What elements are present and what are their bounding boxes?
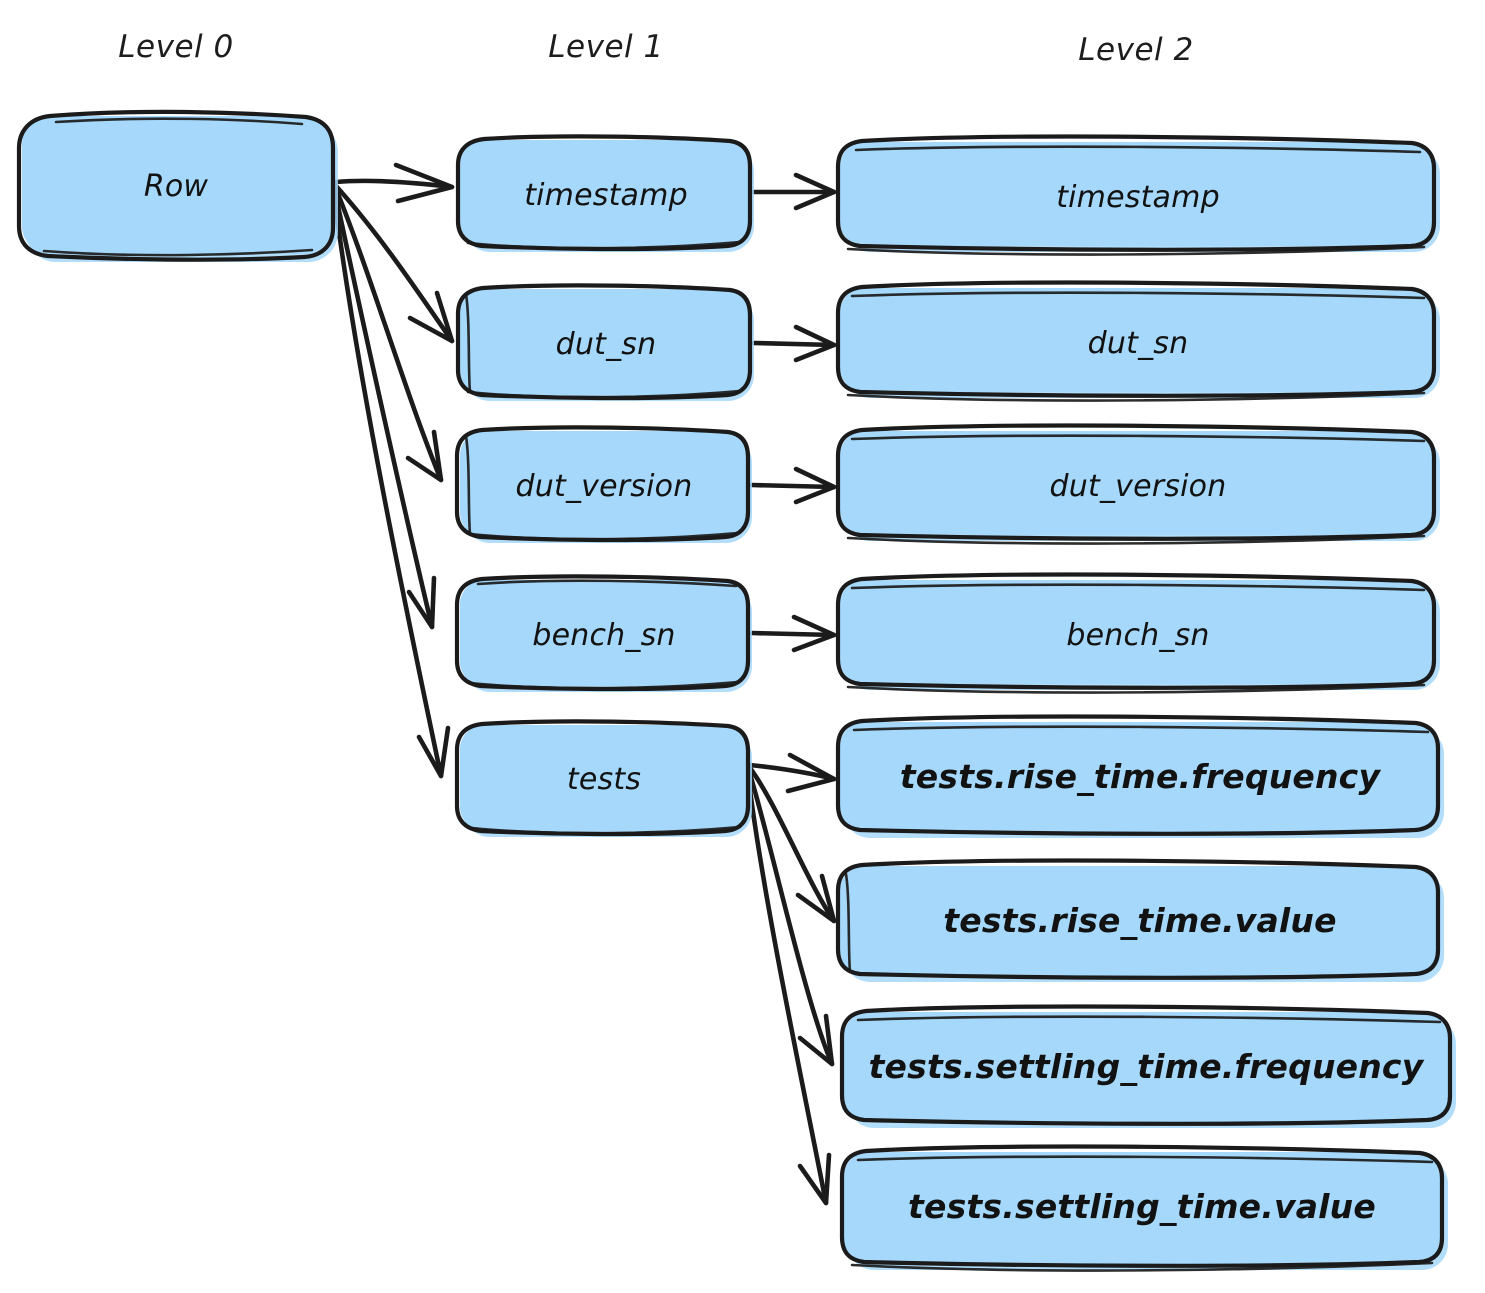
column-header-level-1: Level 1 — [548, 29, 663, 65]
node-l1-timestamp-label: timestamp — [524, 178, 688, 213]
edge-dut-version-to-dut-version — [749, 466, 837, 505]
node-l1-tests-label: tests — [567, 762, 641, 797]
node-l2-settling-frequency-label: tests.settling_time.frequency — [869, 1047, 1425, 1086]
node-l2-rise-frequency[interactable]: tests.rise_time.frequency — [835, 714, 1444, 838]
node-l2-settling-value[interactable]: tests.settling_time.value — [839, 1144, 1448, 1272]
node-l2-dut-version[interactable]: dut_version — [835, 423, 1440, 545]
edge-group-level1-to-level2 — [749, 172, 837, 653]
edge-timestamp-to-timestamp — [751, 172, 837, 211]
edge-tests-to-rise-frequency — [747, 752, 837, 794]
node-l2-settling-frequency[interactable]: tests.settling_time.frequency — [839, 1004, 1456, 1128]
edge-row-to-timestamp — [333, 162, 455, 204]
node-l2-bench-sn[interactable]: bench_sn — [835, 572, 1440, 694]
node-l2-settling-value-label: tests.settling_time.value — [908, 1187, 1376, 1226]
edge-group-tests-to-level2 — [745, 752, 837, 1206]
edge-tests-to-settling-value — [745, 771, 832, 1206]
node-l2-rise-frequency-label: tests.rise_time.frequency — [900, 757, 1382, 796]
node-l2-dut-sn[interactable]: dut_sn — [835, 280, 1440, 402]
node-l1-tests[interactable]: tests — [454, 719, 752, 837]
node-l2-timestamp[interactable]: timestamp — [835, 134, 1440, 256]
node-l2-timestamp-label: timestamp — [1056, 180, 1220, 215]
column-header-level-0: Level 0 — [118, 29, 233, 65]
edge-group-row-to-level1 — [331, 162, 455, 779]
node-l1-bench-sn-label: bench_sn — [532, 618, 675, 653]
edge-dut-sn-to-dut-sn — [751, 324, 837, 363]
edge-row-to-bench-sn — [332, 189, 437, 630]
node-l2-dut-sn-label: dut_sn — [1088, 326, 1189, 361]
node-l2-rise-value[interactable]: tests.rise_time.value — [835, 858, 1444, 982]
edge-tests-to-rise-value — [747, 765, 837, 924]
node-l2-bench-sn-label: bench_sn — [1066, 618, 1209, 653]
node-l1-dut-sn-label: dut_sn — [556, 327, 657, 362]
node-l2-rise-value-label: tests.rise_time.value — [943, 901, 1336, 940]
node-l1-dut-version-label: dut_version — [516, 469, 693, 504]
node-l1-bench-sn[interactable]: bench_sn — [454, 574, 752, 692]
node-row[interactable]: Row — [16, 109, 338, 262]
node-l2-dut-version-label: dut_version — [1050, 469, 1227, 504]
node-row-label: Row — [144, 169, 209, 204]
edge-row-to-tests — [331, 191, 451, 779]
node-l1-timestamp[interactable]: timestamp — [455, 134, 754, 252]
edge-tests-to-settling-frequency — [746, 768, 835, 1067]
node-l1-dut-sn[interactable]: dut_sn — [455, 283, 754, 401]
column-header-level-2: Level 2 — [1078, 32, 1193, 68]
node-l1-dut-version[interactable]: dut_version — [454, 425, 752, 543]
edge-row-to-dut-version — [333, 186, 444, 483]
edge-row-to-dut-sn — [333, 183, 455, 344]
edge-bench-sn-to-bench-sn — [749, 614, 837, 653]
